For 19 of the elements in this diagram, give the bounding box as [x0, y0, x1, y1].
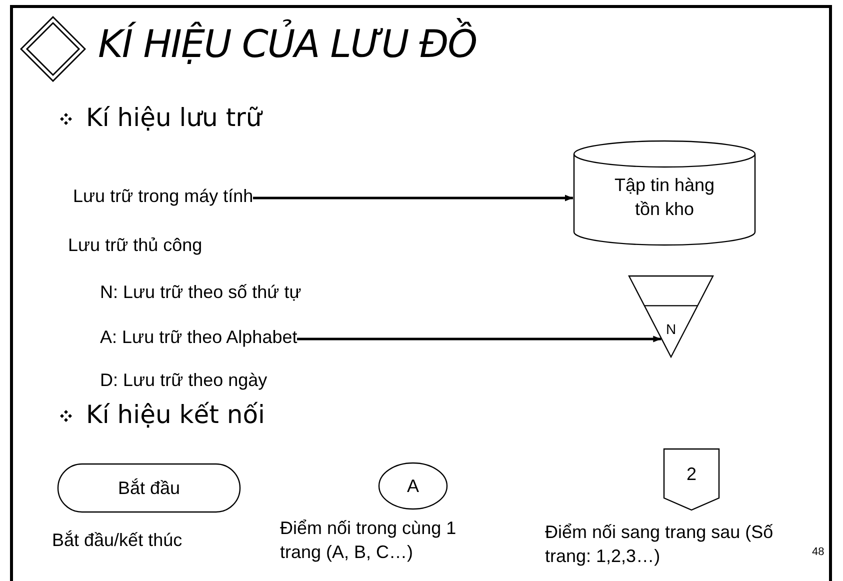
item-text: A: Lưu trữ theo Alphabet [100, 324, 316, 350]
symbol-caption: Điểm nối trong cùng 1 trang (A, B, C…) [280, 517, 458, 564]
node-label: N [666, 320, 676, 338]
section-heading: Kí hiệu lưu trữ [86, 102, 262, 133]
node-label: A [406, 475, 419, 498]
node-label: Bắt đầu [118, 477, 180, 500]
symbol-caption: Bắt đầu/kết thúc [52, 529, 184, 552]
arrow [297, 336, 662, 342]
section-heading: Kí hiệu kết nối [86, 399, 265, 430]
page-number: 48 [812, 545, 824, 559]
item-text: N: Lưu trữ theo số thứ tự [100, 281, 302, 304]
symbol-caption: Điểm nối sang trang sau (Số trang: 1,2,3…) [545, 521, 774, 568]
item-text: D: Lưu trữ theo ngày [100, 369, 268, 392]
item-text: Lưu trữ trong máy tính [73, 183, 263, 209]
node-label: Tập tin hàng tồn kho [613, 174, 716, 221]
slide-title: KÍ HIỆU CỦA LƯU ĐỒ [98, 20, 477, 68]
arrow [253, 194, 573, 202]
item-text: Lưu trữ thủ công [68, 234, 202, 257]
node-label: 2 [686, 462, 696, 486]
